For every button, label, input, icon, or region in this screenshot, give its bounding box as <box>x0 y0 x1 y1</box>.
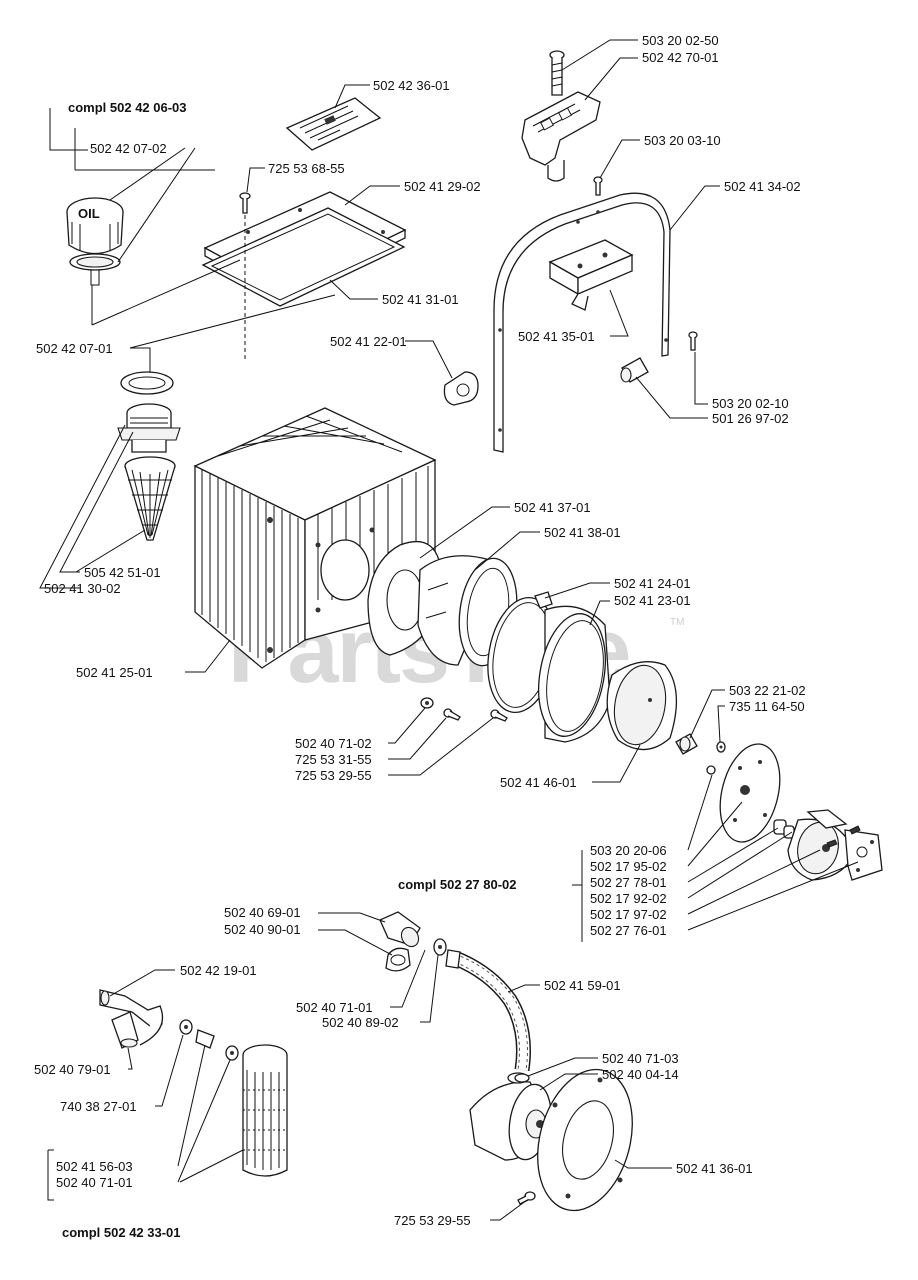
label-502408902: 502 40 89-02 <box>322 1015 399 1030</box>
label-502421901: 502 42 19-01 <box>180 963 257 978</box>
label-502420701: 502 42 07-01 <box>36 341 113 356</box>
label-502412501: 502 41 25-01 <box>76 665 153 680</box>
label-725532955-b: 725 53 29-55 <box>394 1213 471 1228</box>
collar-screw <box>443 708 461 721</box>
burner-bracket <box>844 829 883 881</box>
filler-neck <box>117 403 181 453</box>
label-502277601: 502 27 76-01 <box>590 923 667 938</box>
label-502179502: 502 17 95-02 <box>590 859 667 874</box>
quick-connector <box>379 911 421 948</box>
label-502413701: 502 41 37-01 <box>514 500 591 515</box>
label-502412902: 502 41 29-02 <box>404 179 481 194</box>
oil-cap-text: OIL <box>78 206 100 221</box>
frame-bolt <box>688 331 698 351</box>
label-502407103: 502 40 71-03 <box>602 1051 679 1066</box>
leader-lines <box>39 39 859 1221</box>
label-502423601: 502 42 36-01 <box>373 78 450 93</box>
shield-screw <box>490 709 508 722</box>
fuel-filter <box>242 1044 288 1177</box>
trademark: TM <box>670 617 684 628</box>
carry-frame <box>493 192 671 453</box>
hose-clamp <box>443 371 479 406</box>
heat-shield <box>538 605 611 743</box>
filter-washer <box>225 1045 239 1061</box>
handle-grip <box>521 91 601 182</box>
label-502413402: 502 41 34-02 <box>724 179 801 194</box>
oil-ring <box>120 371 174 395</box>
label-740382701: 740 38 27-01 <box>60 1099 137 1114</box>
label-503202006: 503 20 20-06 <box>590 843 667 858</box>
label-502409001: 502 40 90-01 <box>224 922 301 937</box>
label-735116450: 735 11 64-50 <box>729 699 805 714</box>
label-502415603: 502 41 56-03 <box>56 1159 133 1174</box>
label-503222102: 503 22 21-02 <box>729 683 806 698</box>
strainer-cone <box>124 456 176 541</box>
flange-screw <box>517 1191 536 1205</box>
collar-washer <box>420 697 434 709</box>
label-502412401: 502 41 24-01 <box>614 576 691 591</box>
label-compl-502423301: compl 502 42 33-01 <box>62 1225 181 1240</box>
nozzle-nut <box>675 733 698 755</box>
label-502413801: 502 41 38-01 <box>544 525 621 540</box>
pump-washer <box>514 1073 530 1083</box>
frame-screw <box>593 176 603 196</box>
label-501269702: 501 26 97-02 <box>712 411 789 426</box>
cover-screw <box>239 192 251 214</box>
label-503200310: 503 20 03-10 <box>644 133 721 148</box>
spring-washer <box>706 765 716 775</box>
label-502412201: 502 41 22-01 <box>330 334 407 349</box>
label-502277801: 502 27 78-01 <box>590 875 667 890</box>
label-502413002: 502 41 30-02 <box>44 581 121 596</box>
label-502407101-a: 502 40 71-01 <box>296 1000 373 1015</box>
label-502179202: 502 17 92-02 <box>590 891 667 906</box>
cover-gasket <box>201 207 406 307</box>
frame-bracket <box>548 239 634 311</box>
label-compl-502278002: compl 502 27 80-02 <box>398 877 517 892</box>
small-washer <box>716 741 726 753</box>
label-502407901: 502 40 79-01 <box>34 1062 111 1077</box>
filter-nipple <box>195 1029 215 1049</box>
label-502420702: 502 42 07-02 <box>90 141 167 156</box>
label-502427001: 502 42 70-01 <box>642 50 719 65</box>
nozzle-cap <box>111 1011 139 1049</box>
label-502415901: 502 41 59-01 <box>544 978 621 993</box>
label-502413101: 502 41 31-01 <box>382 292 459 307</box>
label-502413601: 502 41 36-01 <box>676 1161 753 1176</box>
label-725532955-a: 725 53 29-55 <box>295 768 372 783</box>
label-compl-502420603: compl 502 42 06-03 <box>68 100 187 115</box>
label-502406901: 502 40 69-01 <box>224 905 301 920</box>
part-labels: compl 502 42 06-03 502 42 07-02 502 42 0… <box>34 33 806 1240</box>
hose-washer <box>433 938 447 956</box>
label-502407101-b: 502 40 71-01 <box>56 1175 133 1190</box>
label-502412301: 502 41 23-01 <box>614 593 691 608</box>
label-502407102: 502 40 71-02 <box>295 736 372 751</box>
label-725533155: 725 53 31-55 <box>295 752 372 767</box>
nozzle-washer <box>179 1019 193 1035</box>
end-cap <box>606 661 678 751</box>
oil-cap: OIL <box>66 197 124 286</box>
label-505425101: 505 42 51-01 <box>84 565 161 580</box>
frame-nut <box>620 357 649 383</box>
connector-cap <box>385 947 411 972</box>
pump-flange <box>537 1068 633 1212</box>
label-503200250: 503 20 02-50 <box>642 33 719 48</box>
label-502414601: 502 41 46-01 <box>500 775 577 790</box>
label-502400414: 502 40 04-14 <box>602 1067 679 1082</box>
label-502179702: 502 17 97-02 <box>590 907 667 922</box>
burner-grub-screws <box>826 825 861 848</box>
fuel-hose <box>445 949 531 1072</box>
nozzle-fitting <box>99 989 164 1046</box>
decal <box>285 97 382 151</box>
label-502413501: 502 41 35-01 <box>518 329 595 344</box>
burner-housing <box>787 809 853 881</box>
clamp-band <box>487 591 557 714</box>
handle-bolt <box>549 50 565 96</box>
burner-plate <box>719 743 781 843</box>
label-725536855: 725 53 68-55 <box>268 161 345 176</box>
label-503200210: 503 20 02-10 <box>712 396 789 411</box>
